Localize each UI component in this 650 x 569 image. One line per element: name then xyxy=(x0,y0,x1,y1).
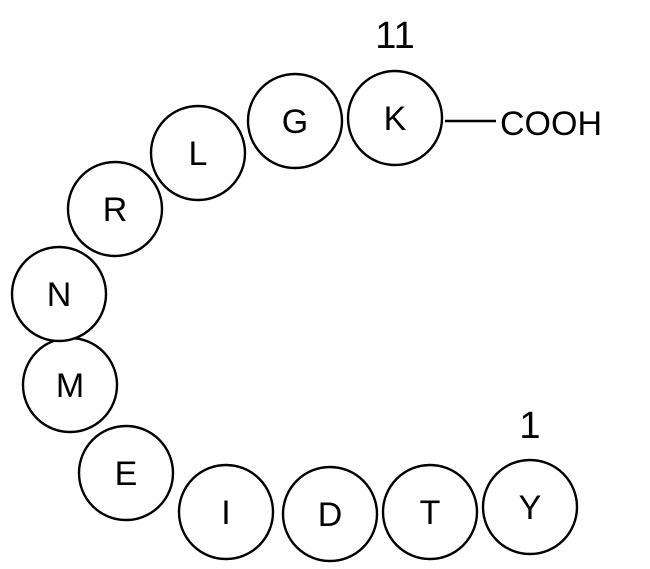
residue-circle xyxy=(281,465,379,563)
c-terminus-label: COOH xyxy=(500,105,602,143)
residue-letter: L xyxy=(189,135,208,173)
residue-letter: I xyxy=(221,494,230,532)
residue-9: L xyxy=(149,104,247,202)
residue-letter: T xyxy=(420,494,441,532)
residue-circle xyxy=(246,72,344,170)
residue-10: G xyxy=(246,72,344,170)
residue-chain: Y T D I E M N R L G K xyxy=(10,69,579,563)
residue-7: N xyxy=(10,245,108,343)
residue-letter: N xyxy=(47,276,72,314)
residue-5: E xyxy=(77,424,175,522)
residue-letter: E xyxy=(115,455,138,493)
residue-circle xyxy=(481,458,579,556)
residue-6: M xyxy=(21,336,119,434)
residue-circle xyxy=(177,463,275,561)
residue-letter: K xyxy=(384,100,407,138)
residue-circle xyxy=(346,69,444,167)
residue-circle xyxy=(66,160,164,258)
residue-4: I xyxy=(177,463,275,561)
residue-number-end: 11 xyxy=(375,15,414,57)
residue-circle xyxy=(381,463,479,561)
residue-circle xyxy=(149,104,247,202)
residue-3: D xyxy=(281,465,379,563)
residue-letter: Y xyxy=(519,489,542,527)
residue-1: Y xyxy=(481,458,579,556)
residue-letter: D xyxy=(318,496,343,534)
residue-2: T xyxy=(381,463,479,561)
residue-letter: R xyxy=(103,191,128,229)
residue-8: R xyxy=(66,160,164,258)
residue-letter: M xyxy=(56,367,84,405)
residue-circle xyxy=(10,245,108,343)
residue-number-start: 1 xyxy=(519,405,540,447)
residue-letter: G xyxy=(282,103,308,141)
residue-11: K xyxy=(346,69,444,167)
residue-circle xyxy=(77,424,175,522)
